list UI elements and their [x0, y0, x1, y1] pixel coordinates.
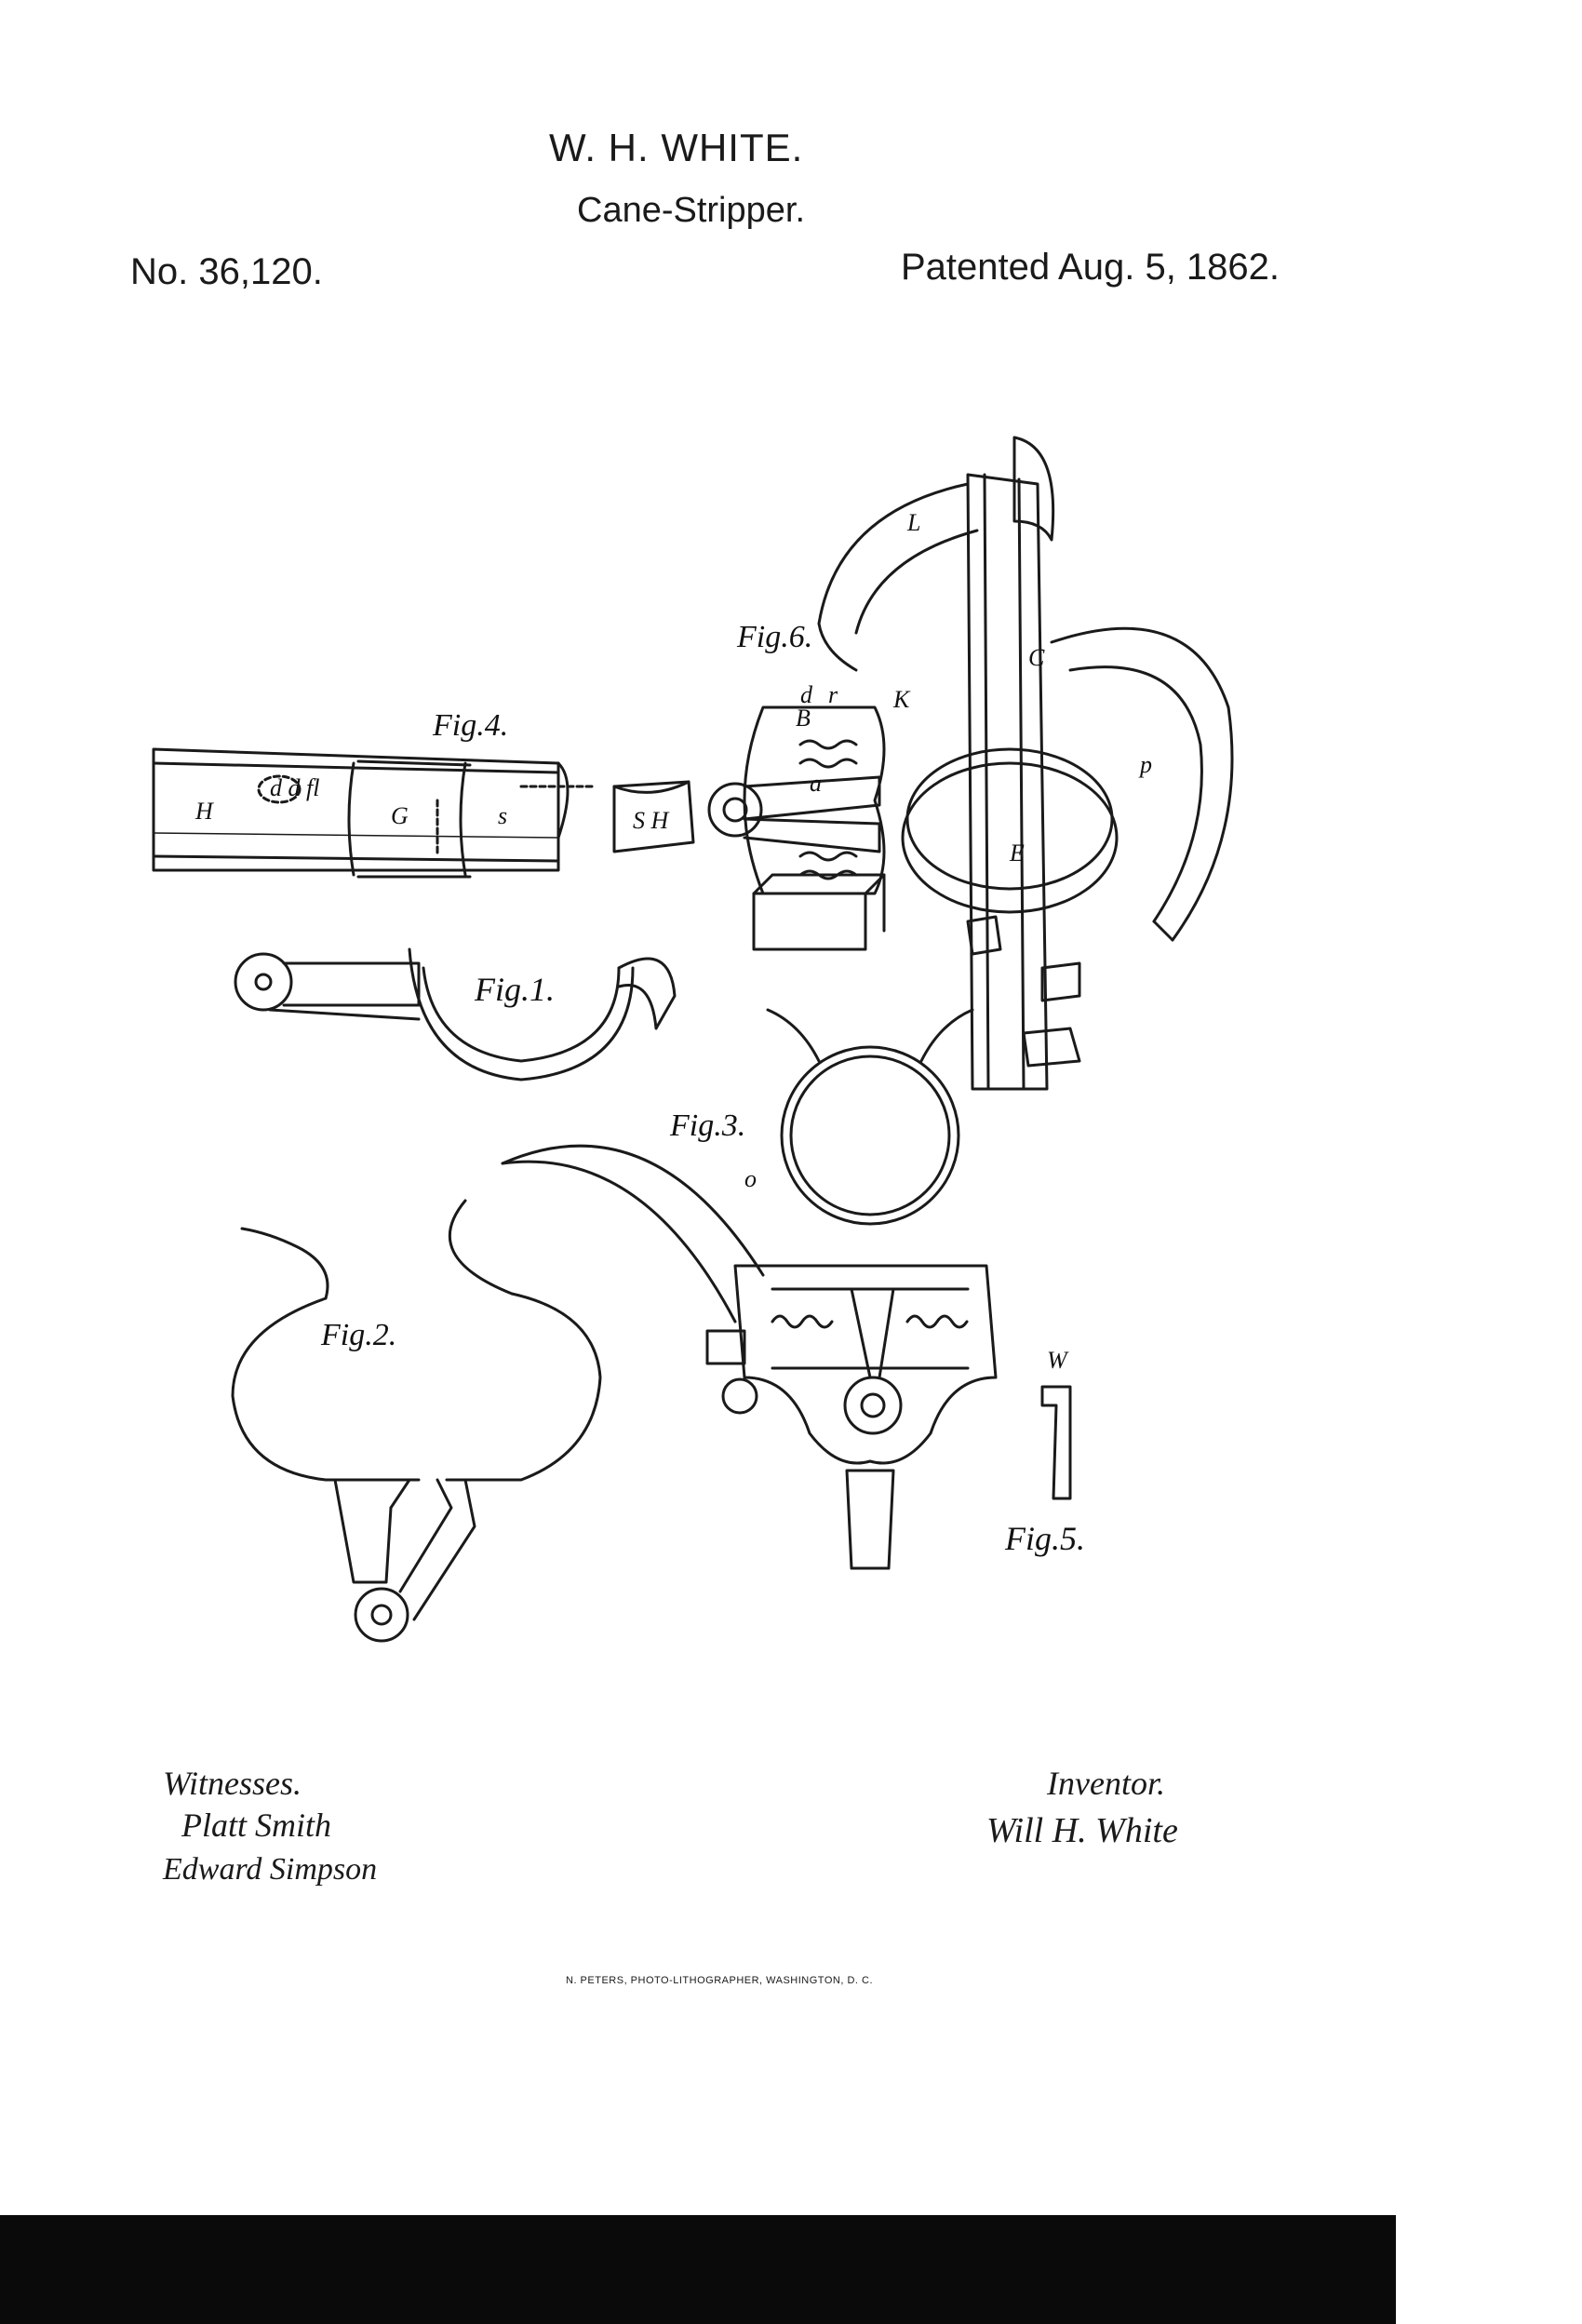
figure-1-drawing	[234, 947, 677, 1081]
figure-2-drawing	[231, 1199, 602, 1643]
part-letter-s: s	[498, 802, 507, 829]
figure-6-drawing	[612, 436, 1234, 1091]
part-letter-r: r	[828, 681, 838, 708]
witnesses-label: Witnesses.	[163, 1765, 302, 1802]
part-letter-H: H	[194, 798, 214, 825]
part-letter-K: K	[892, 686, 911, 713]
part-letter-SH: S H	[633, 807, 670, 834]
printer-credit: N. PETERS, PHOTO-LITHOGRAPHER, WASHINGTO…	[566, 1975, 873, 1986]
figure-2-label: Fig.2.	[320, 1318, 396, 1352]
figure-5-drawing	[1040, 1385, 1072, 1500]
part-letter-dd-fl: d d fl	[270, 774, 319, 801]
figure-1-label: Fig.1.	[474, 971, 555, 1008]
part-letter-p: p	[1138, 751, 1152, 778]
inventor-signature: Will H. White	[986, 1811, 1178, 1850]
figure-3-label: Fig.3.	[669, 1108, 745, 1143]
invention-title: Cane-Stripper.	[577, 191, 806, 230]
scan-edge-band	[0, 2215, 1396, 2324]
part-letter-a: a	[810, 770, 822, 797]
figure-6-label: Fig.6.	[736, 620, 812, 654]
figure-3-drawing	[501, 1008, 998, 1570]
witness-2-signature: Edward Simpson	[163, 1852, 378, 1887]
patent-date: Patented Aug. 5, 1862.	[901, 247, 1280, 288]
figure-4-drawing	[152, 747, 597, 879]
part-letter-d: d	[800, 681, 813, 708]
patent-inventor-heading: W. H. WHITE.	[549, 126, 804, 169]
part-letter-E: E	[1009, 840, 1025, 866]
patent-number: No. 36,120.	[130, 251, 323, 292]
part-letter-o: o	[744, 1165, 757, 1192]
witness-1-signature: Platt Smith	[181, 1807, 331, 1844]
part-letter-G: G	[391, 802, 409, 829]
scan-margin	[1396, 2215, 1582, 2324]
part-letter-w: W	[1047, 1347, 1069, 1374]
part-letter-B: B	[796, 705, 811, 732]
figure-4-label: Fig.4.	[432, 708, 508, 743]
part-letter-L: L	[906, 509, 920, 536]
figure-5-label: Fig.5.	[1004, 1520, 1085, 1557]
inventor-label: Inventor.	[1047, 1765, 1165, 1802]
part-letter-C: C	[1028, 644, 1045, 671]
